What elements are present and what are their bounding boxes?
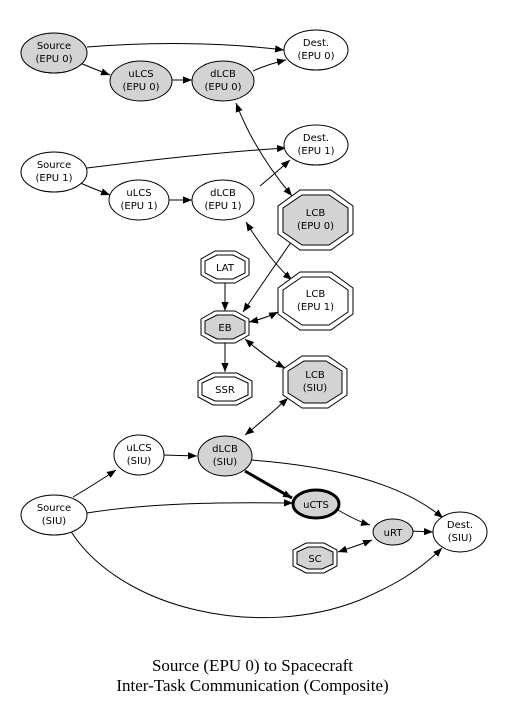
- svg-text:uLCS: uLCS: [126, 188, 151, 199]
- svg-text:Source: Source: [37, 503, 71, 514]
- node-dest-epu1: Dest. (EPU 1): [283, 124, 349, 166]
- svg-text:Dest.: Dest.: [303, 38, 329, 49]
- svg-text:SSR: SSR: [215, 385, 235, 396]
- svg-text:Source: Source: [37, 41, 71, 52]
- svg-text:(EPU 1): (EPU 1): [35, 173, 72, 184]
- svg-text:(EPU 0): (EPU 0): [297, 221, 334, 232]
- svg-text:uCTS: uCTS: [303, 500, 329, 511]
- svg-text:LCB: LCB: [306, 289, 326, 300]
- communication-diagram: Source (EPU 0) Dest. (EPU 0) uLCS (EPU 0…: [20, 29, 488, 619]
- svg-text:LCB: LCB: [305, 370, 325, 381]
- node-ulcs-epu1: uLCS (EPU 1): [108, 179, 170, 221]
- svg-text:(EPU 1): (EPU 1): [297, 146, 334, 157]
- svg-text:uRT: uRT: [384, 528, 404, 539]
- svg-text:(EPU 1): (EPU 1): [204, 201, 241, 212]
- svg-text:(EPU 0): (EPU 0): [297, 51, 334, 62]
- svg-text:uLCS: uLCS: [126, 443, 151, 454]
- edge-dlcb-siu-to-dest-siu: [250, 459, 444, 519]
- node-ssr: SSR: [197, 372, 253, 406]
- node-dlcb-epu1: dLCB (EPU 1): [191, 179, 255, 221]
- edge-source-siu-to-dest-siu: [69, 529, 443, 619]
- svg-text:(SIU): (SIU): [42, 516, 67, 527]
- svg-text:(EPU 1): (EPU 1): [120, 201, 157, 212]
- svg-text:SC: SC: [308, 554, 321, 565]
- edge-source-epu0-to-dest-epu0: [86, 43, 285, 53]
- edge-sc-urt: [337, 539, 373, 553]
- caption-subtitle: Inter-Task Communication (Composite): [116, 676, 389, 695]
- node-dlcb-epu0: dLCB (EPU 0): [191, 60, 255, 102]
- svg-text:EB: EB: [218, 323, 231, 334]
- edge-urt-to-dest-siu: [409, 528, 434, 536]
- node-source-epu0: Source (EPU 0): [20, 32, 88, 74]
- edge-ulcs-siu-to-dlcb-siu: [162, 452, 198, 460]
- svg-text:LAT: LAT: [216, 263, 235, 274]
- svg-text:Dest.: Dest.: [303, 133, 329, 144]
- svg-text:(EPU 0): (EPU 0): [204, 82, 241, 93]
- node-ulcs-epu0: uLCS (EPU 0): [109, 60, 173, 102]
- node-source-epu1: Source (EPU 1): [20, 151, 88, 193]
- svg-text:(SIU): (SIU): [213, 457, 238, 468]
- svg-text:dLCB: dLCB: [210, 69, 236, 80]
- svg-text:LCB: LCB: [306, 208, 326, 219]
- edge-dlcb-siu-lcb-siu: [244, 397, 289, 436]
- edge-eb-lcb-siu: [244, 338, 286, 369]
- node-lat: LAT: [200, 250, 250, 284]
- node-sc: SC: [292, 542, 338, 574]
- edge-dlcb-epu0-lcb-epu0: [235, 102, 293, 197]
- svg-text:(SIU): (SIU): [448, 533, 473, 544]
- node-lcb-epu1: LCB (EPU 1): [277, 271, 354, 331]
- node-eb: EB: [200, 310, 250, 344]
- edge-source-epu1-to-ulcs-epu1: [77, 181, 111, 196]
- svg-text:Source: Source: [37, 160, 71, 171]
- svg-text:(EPU 0): (EPU 0): [35, 54, 72, 65]
- node-lcb-siu: LCB (SIU): [282, 355, 348, 409]
- svg-text:uLCS: uLCS: [128, 69, 153, 80]
- svg-text:(SIU): (SIU): [303, 383, 328, 394]
- node-ulcs-siu: uLCS (SIU): [113, 434, 165, 476]
- svg-text:(SIU): (SIU): [127, 456, 152, 467]
- edge-source-siu-to-ulcs-siu: [72, 469, 117, 498]
- node-dlcb-siu: dLCB (SIU): [197, 435, 253, 477]
- node-urt: uRT: [372, 518, 414, 546]
- node-lcb-epu0: LCB (EPU 0): [277, 189, 354, 251]
- svg-text:dLCB: dLCB: [210, 188, 236, 199]
- svg-text:(EPU 0): (EPU 0): [122, 82, 159, 93]
- edge-dlcb-epu0-to-dest-epu0: [252, 58, 287, 72]
- node-source-siu: Source (SIU): [20, 494, 88, 536]
- node-dest-epu0: Dest. (EPU 0): [283, 29, 349, 71]
- node-ucts: uCTS: [291, 488, 341, 520]
- svg-text:(EPU 1): (EPU 1): [297, 302, 334, 313]
- edge-dlcb-epu1-to-dest-epu1: [259, 159, 291, 187]
- edge-lcb-epu1-eb: [248, 311, 279, 324]
- node-dest-siu: Dest. (SIU): [432, 511, 488, 553]
- edge-ucts-to-urt: [337, 509, 371, 526]
- svg-text:dLCB: dLCB: [212, 444, 238, 455]
- edge-source-siu-to-ucts: [86, 499, 294, 514]
- edge-source-epu0-to-ulcs-epu0: [77, 61, 111, 76]
- svg-text:Dest.: Dest.: [447, 520, 473, 531]
- caption-title: Source (EPU 0) to Spacecraft: [151, 656, 354, 675]
- edge-dlcb-siu-to-ucts: [244, 469, 293, 500]
- edge-source-epu1-to-dest-epu1: [86, 144, 287, 169]
